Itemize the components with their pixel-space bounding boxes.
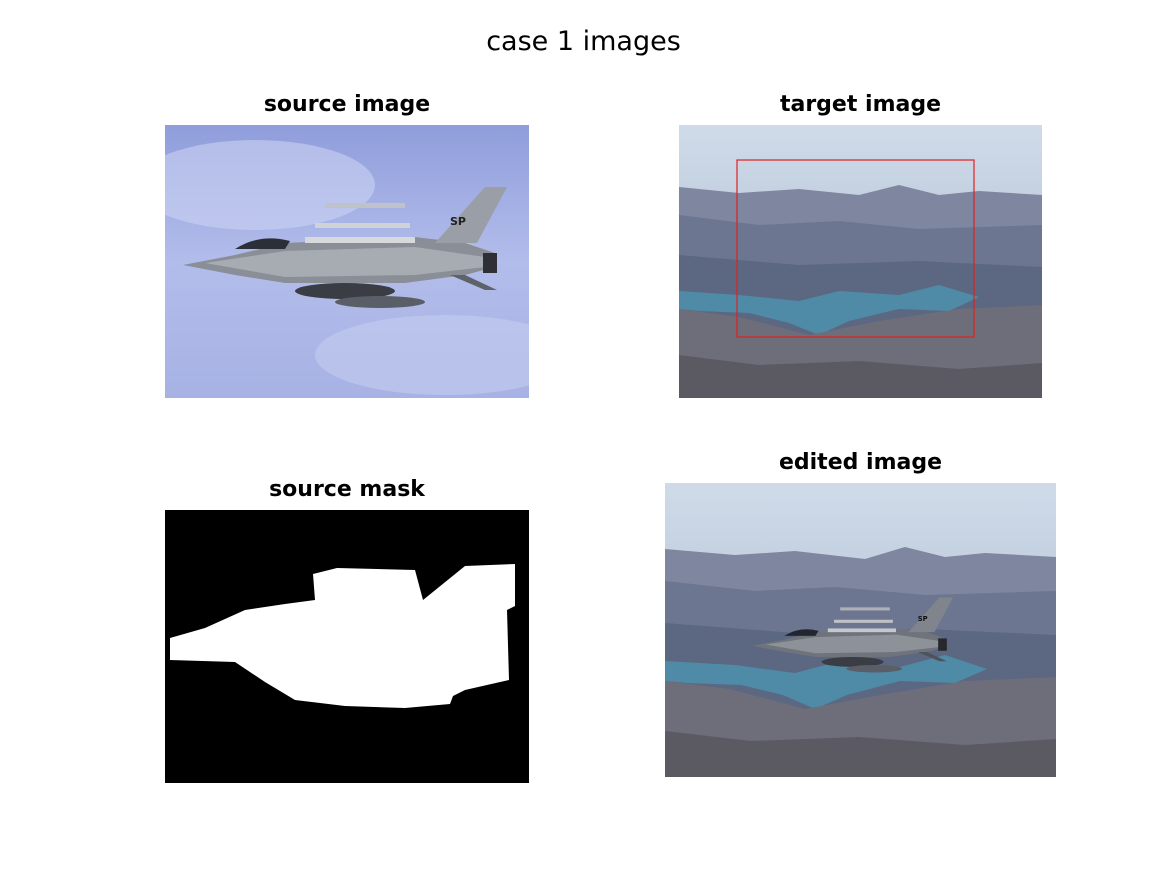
landscape-icon: SP [665,483,1056,777]
source-image-title: source image [263,92,431,117]
target-image-title: target image [779,92,942,117]
target-image [679,125,1042,398]
selection-rectangle [736,159,975,338]
edited-image-title: edited image [778,450,943,475]
source-image: SP [165,125,529,398]
source-mask [165,510,529,783]
source-mask-title: source mask [269,477,425,502]
jet-icon: SP [183,187,507,308]
jet-icon: SP [752,597,954,673]
figure-title: case 1 images [486,26,681,57]
edited-image: SP [665,483,1056,777]
svg-text:SP: SP [450,215,466,228]
landscape-icon [679,125,1042,398]
svg-text:SP: SP [918,615,928,623]
